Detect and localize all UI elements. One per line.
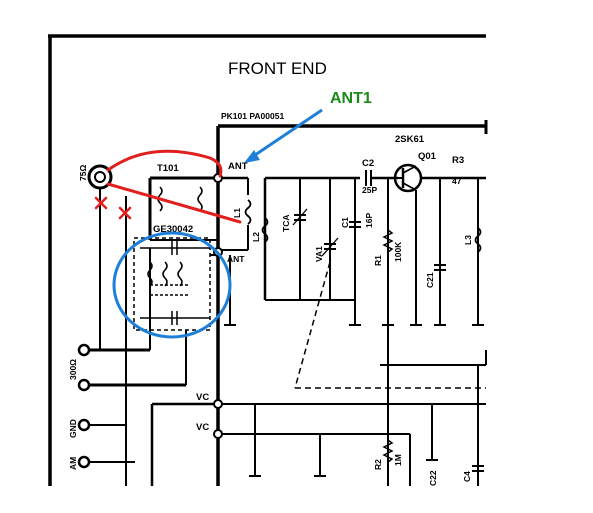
c1-label: C1 xyxy=(340,217,350,228)
c2-capacitor xyxy=(365,170,398,186)
coax-connector-icon xyxy=(87,164,127,486)
output-section xyxy=(380,178,487,486)
ge30042-module xyxy=(133,237,218,350)
annotation-arrow-icon xyxy=(244,108,323,163)
module-label: PK101 PA00051 xyxy=(221,111,284,121)
lower-section xyxy=(150,402,486,486)
main-bus xyxy=(216,120,488,486)
connector-label: 75Ω xyxy=(78,165,88,181)
r2-label: R2 xyxy=(373,459,383,470)
va1-label: VA1 xyxy=(314,246,324,262)
ant-bottom-label: ANT xyxy=(227,254,245,264)
transistor-part-label: 2SK61 xyxy=(395,134,425,145)
ge30042-label: GE30042 xyxy=(153,224,193,235)
vc2-label: VC xyxy=(196,422,209,433)
vc2-node-icon xyxy=(213,429,223,439)
r1-label: R1 xyxy=(373,255,383,266)
terminal-label-gnd: GND xyxy=(68,419,78,438)
r1-value: 100K xyxy=(393,241,403,262)
highlight-circle xyxy=(112,231,232,339)
terminal-am-icon xyxy=(77,455,91,469)
ant-top-label: ANT xyxy=(228,161,248,172)
r3-label: R3 xyxy=(452,155,464,166)
t101-transformer xyxy=(148,176,218,241)
c1-value: 16P xyxy=(364,213,374,228)
annotation-label: ANT1 xyxy=(330,90,372,107)
l2-label: L2 xyxy=(251,232,261,242)
terminal-gnd-icon xyxy=(77,418,91,432)
outer-frame xyxy=(48,34,486,486)
cross-mark-1-icon xyxy=(94,196,108,210)
terminal-label-300: 300Ω xyxy=(68,359,78,380)
t101-label: T101 xyxy=(157,163,179,174)
c21-label: C21 xyxy=(425,272,435,288)
l1-label: L1 xyxy=(232,208,242,218)
c2-value: 25P xyxy=(362,185,377,195)
left-terminal-wiring xyxy=(90,330,187,463)
red-markup xyxy=(106,149,242,224)
r2-value: 1M xyxy=(393,454,403,466)
transistor-ref-label: Q01 xyxy=(418,151,437,162)
tuning-section xyxy=(261,176,486,389)
tca-label: TCA xyxy=(281,215,291,232)
r1-resistor xyxy=(382,178,394,486)
transistor-icon xyxy=(393,163,486,326)
l3-label: L3 xyxy=(463,235,473,245)
c2-label: C2 xyxy=(362,158,374,169)
vc1-label: VC xyxy=(196,392,209,403)
vc1-node-icon xyxy=(213,399,223,409)
r3-value: 47 xyxy=(452,176,462,186)
terminal-label-am: AM xyxy=(68,457,78,470)
terminal-300-icon xyxy=(77,343,91,357)
terminal-300b-icon xyxy=(77,378,91,392)
c4-label: C4 xyxy=(462,471,472,482)
diagram-title: FRONT END xyxy=(228,59,327,78)
cross-mark-2-icon xyxy=(118,206,132,220)
c22-label: C22 xyxy=(428,470,438,486)
